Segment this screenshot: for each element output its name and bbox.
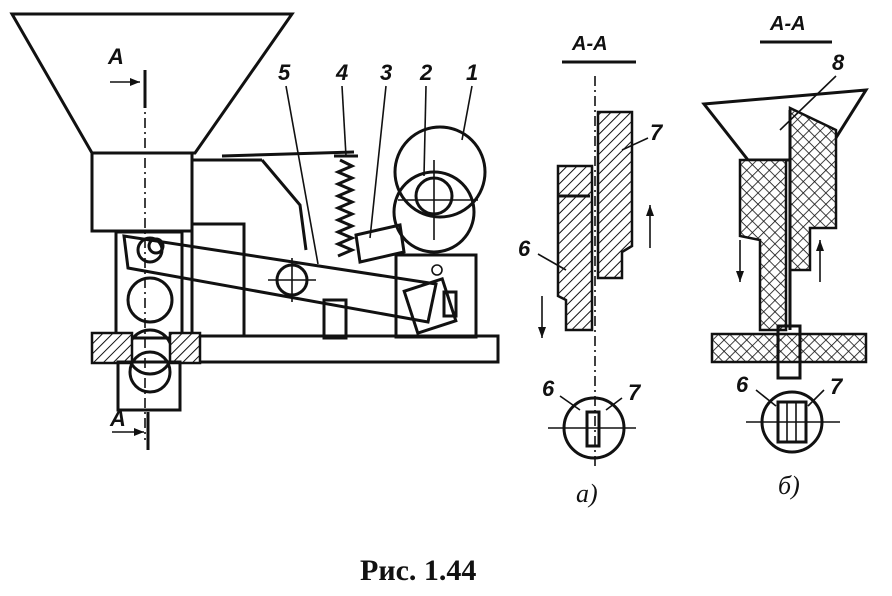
view-b-die-7 [788, 106, 838, 272]
roller-housing [114, 230, 184, 340]
view-a-die-7 [596, 110, 634, 280]
view-b-label-6: 6 [736, 372, 749, 397]
view-a: А-А 7 6 6 7 а) [518, 33, 664, 508]
base-plate [178, 334, 500, 364]
hopper [9, 12, 295, 155]
main-view: А А 1 2 3 4 5 [9, 12, 500, 450]
figure-caption: Рис. 1.44 [360, 554, 476, 587]
base-section-left [90, 331, 134, 365]
view-a-section-title: А-А [571, 33, 608, 55]
label-part-3: 3 [380, 60, 392, 85]
view-a-label-6: 6 [518, 236, 531, 261]
lever [122, 234, 438, 324]
view-b-plate [710, 332, 868, 364]
label-part-1: 1 [466, 60, 478, 85]
view-a-label-7-section: 7 [628, 380, 642, 405]
label-part-5: 5 [278, 60, 291, 85]
view-b: А-А 8 6 7 б) [701, 13, 869, 500]
roller-upper [126, 276, 174, 324]
view-a-die-6 [556, 164, 594, 332]
section-marker-top: А [107, 44, 124, 69]
section-marker-bottom: А [109, 406, 126, 431]
spring [334, 158, 356, 258]
hopper-body [90, 151, 194, 233]
view-b-section-title: А-А [769, 13, 806, 35]
view-a-sublabel: а) [576, 479, 598, 508]
lever-end-bracket [402, 277, 458, 335]
view-a-label-7: 7 [650, 120, 664, 145]
label-part-2: 2 [419, 60, 433, 85]
view-b-sublabel: б) [778, 471, 800, 500]
view-b-die-6 [738, 158, 788, 332]
view-b-label-7: 7 [830, 374, 844, 399]
view-a-label-6-section: 6 [542, 376, 555, 401]
motor-wheel [393, 125, 487, 219]
base-section-right [168, 331, 202, 365]
view-b-label-8: 8 [832, 50, 845, 75]
label-part-4: 4 [335, 60, 348, 85]
